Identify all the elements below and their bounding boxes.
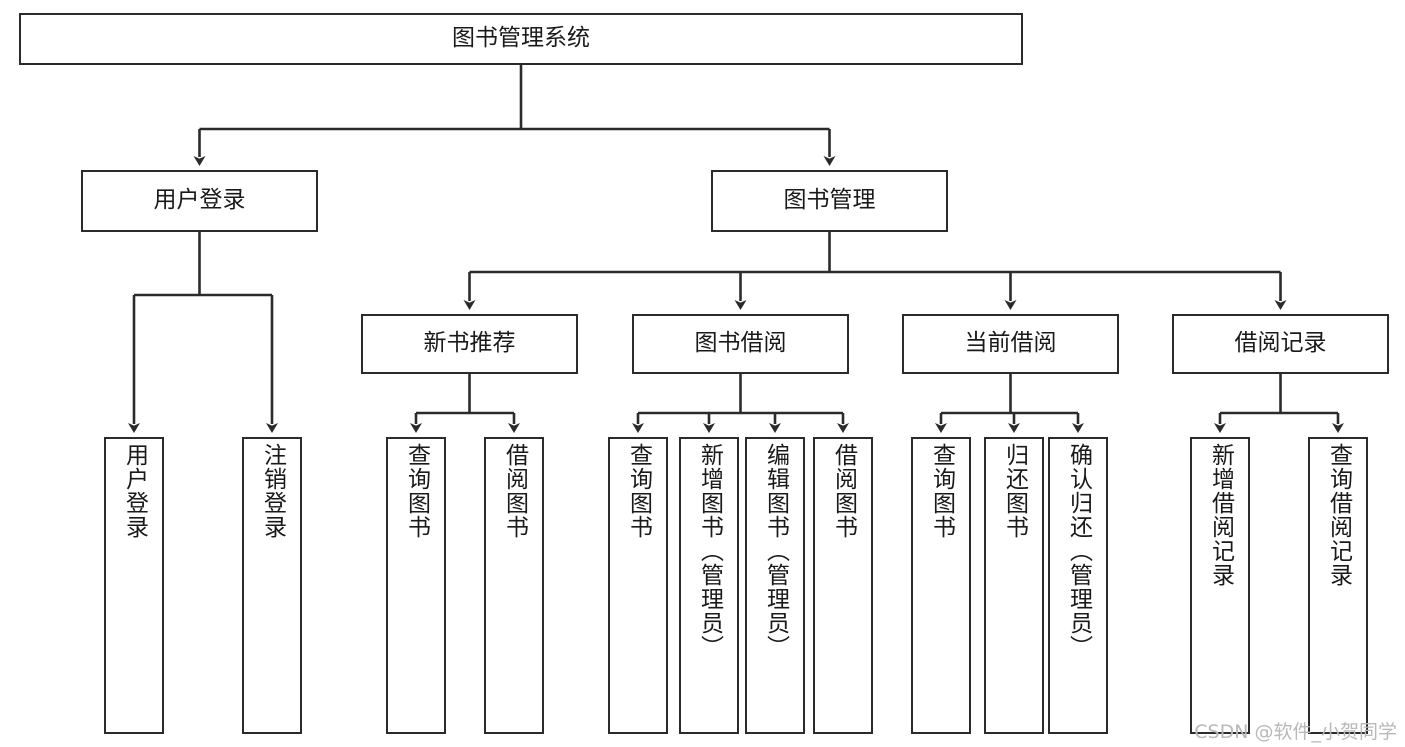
leaf-node[interactable]: 新增图书（管理员） (679, 437, 739, 734)
node-label: 归还图书 (1001, 443, 1028, 539)
node-label: 查询图书 (403, 443, 430, 539)
node-label: 编辑图书（管理员） (762, 443, 789, 659)
level2-node[interactable]: 用户登录 (81, 170, 318, 232)
node-label: 确认归还（管理员） (1065, 443, 1092, 659)
node-label: 查询图书 (625, 443, 652, 539)
level2-node[interactable]: 图书管理 (711, 170, 948, 232)
root-node[interactable]: 图书管理系统 (19, 13, 1023, 65)
leaf-node[interactable]: 归还图书 (984, 437, 1044, 734)
level3-node[interactable]: 借阅记录 (1172, 314, 1389, 374)
leaf-node[interactable]: 查询图书 (608, 437, 668, 734)
node-label: 借阅图书 (830, 443, 857, 539)
level3-node[interactable]: 当前借阅 (902, 314, 1119, 374)
node-label: 图书管理系统 (452, 25, 590, 52)
node-label: 新增图书（管理员） (696, 443, 723, 659)
node-label: 查询图书 (928, 443, 955, 539)
level3-node[interactable]: 新书推荐 (361, 314, 578, 374)
leaf-node[interactable]: 查询图书 (911, 437, 971, 734)
leaf-node[interactable]: 用户登录 (104, 437, 164, 734)
node-label: 图书管理 (783, 187, 876, 214)
leaf-node[interactable]: 借阅图书 (813, 437, 873, 734)
node-label: 借阅图书 (501, 443, 528, 539)
node-label: 用户登录 (153, 187, 246, 214)
node-label: 图书借阅 (694, 330, 787, 357)
level3-node[interactable]: 图书借阅 (632, 314, 849, 374)
leaf-node[interactable]: 查询图书 (386, 437, 446, 734)
node-label: 新增借阅记录 (1207, 443, 1234, 587)
leaf-node[interactable]: 编辑图书（管理员） (745, 437, 805, 734)
leaf-node[interactable]: 确认归还（管理员） (1048, 437, 1108, 734)
node-label: 借阅记录 (1234, 330, 1327, 357)
node-label: 用户登录 (121, 443, 148, 539)
node-label: 注销登录 (259, 443, 286, 539)
leaf-node[interactable]: 查询借阅记录 (1308, 437, 1368, 734)
leaf-node[interactable]: 注销登录 (242, 437, 302, 734)
node-label: 当前借阅 (964, 330, 1057, 357)
node-label: 新书推荐 (423, 330, 516, 357)
leaf-node[interactable]: 新增借阅记录 (1190, 437, 1250, 734)
watermark: CSDN @软件_小贺同学 (1194, 721, 1397, 743)
node-label: 查询借阅记录 (1325, 443, 1352, 587)
leaf-node[interactable]: 借阅图书 (484, 437, 544, 734)
